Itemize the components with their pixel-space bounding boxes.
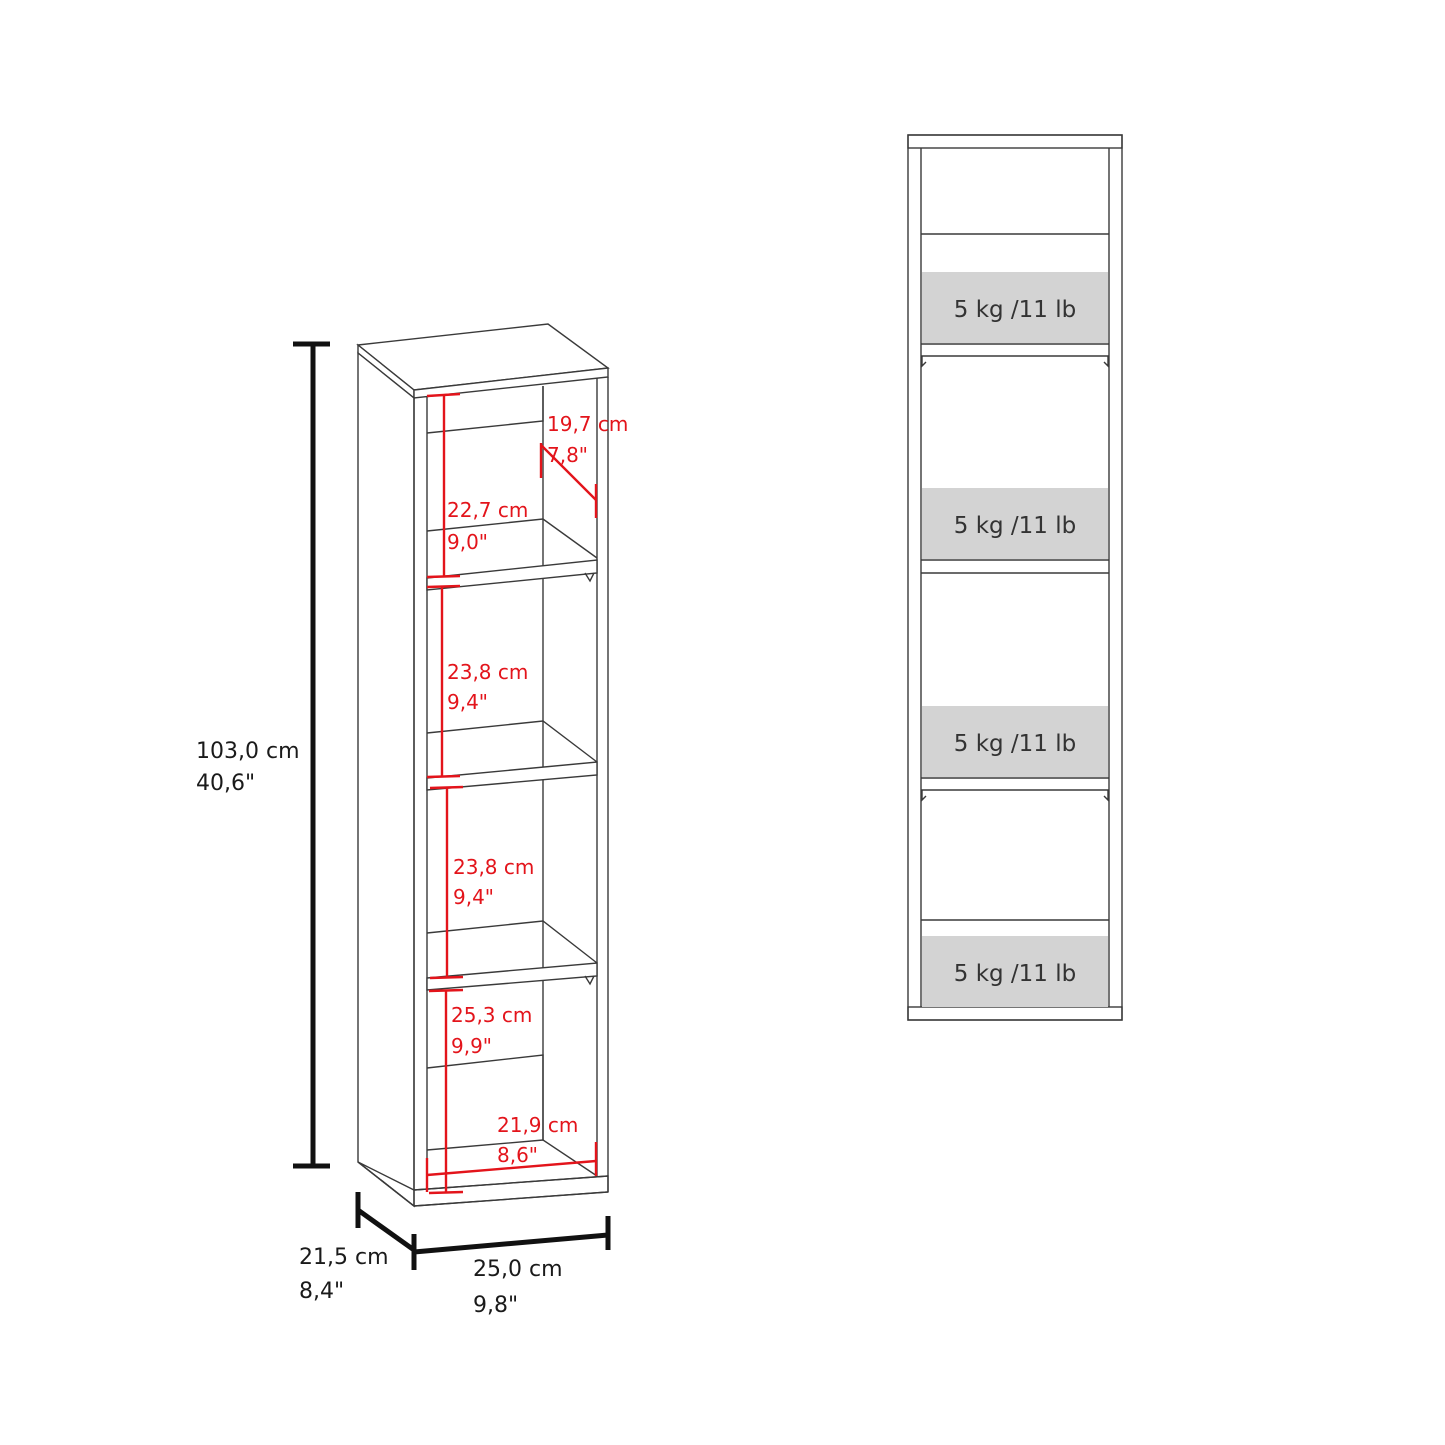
height-dimension: 103,0 cm 40,6" xyxy=(196,341,330,1169)
load-capacity-view: 5 kg /11 lb 5 kg /11 lb 5 kg /11 lb 5 kg… xyxy=(907,134,1123,1021)
depth-cm: 21,5 cm xyxy=(299,1245,389,1270)
width-cm: 25,0 cm xyxy=(473,1257,563,1282)
height-cm: 103,0 cm xyxy=(196,739,300,764)
compartment-2-in: 9,4" xyxy=(447,690,488,714)
compartment-1-in: 9,0" xyxy=(447,530,488,554)
compartment-3-cm: 23,8 cm xyxy=(453,855,534,879)
compartment-2-cm: 23,8 cm xyxy=(447,660,528,684)
compartment-1-cm: 22,7 cm xyxy=(447,498,528,522)
load-zone-2 xyxy=(922,488,1108,559)
compartment-4-in: 9,9" xyxy=(451,1034,492,1058)
interior-width-cm: 21,9 cm xyxy=(497,1113,578,1137)
compartment-4-cm: 25,3 cm xyxy=(451,1003,532,1027)
load-zone-3 xyxy=(922,706,1108,777)
width-in: 9,8" xyxy=(473,1293,518,1318)
shelf-3 xyxy=(426,920,598,991)
bookcase-3d-view xyxy=(356,323,610,1208)
shelf-2 xyxy=(426,720,598,791)
load-zone-4 xyxy=(922,936,1108,1007)
load-label-4: 5 kg /11 lb xyxy=(954,961,1077,987)
load-zone-1 xyxy=(922,272,1108,343)
interior-depth-in: 7,8" xyxy=(547,443,588,467)
load-label-3: 5 kg /11 lb xyxy=(954,731,1077,757)
depth-in: 8,4" xyxy=(299,1279,344,1304)
footprint-dimensions: 21,5 cm 8,4" 25,0 cm 9,8" xyxy=(299,1192,611,1318)
interior-depth-cm: 19,7 cm xyxy=(547,412,628,436)
load-label-2: 5 kg /11 lb xyxy=(954,513,1077,539)
interior-width-in: 8,6" xyxy=(497,1143,538,1167)
interior-dimensions: 22,7 cm 9,0" 19,7 cm 7,8" 23,8 cm 9,4" 2… xyxy=(425,392,628,1195)
compartment-3-in: 9,4" xyxy=(453,885,494,909)
height-in: 40,6" xyxy=(196,771,255,796)
load-label-1: 5 kg /11 lb xyxy=(954,297,1077,323)
